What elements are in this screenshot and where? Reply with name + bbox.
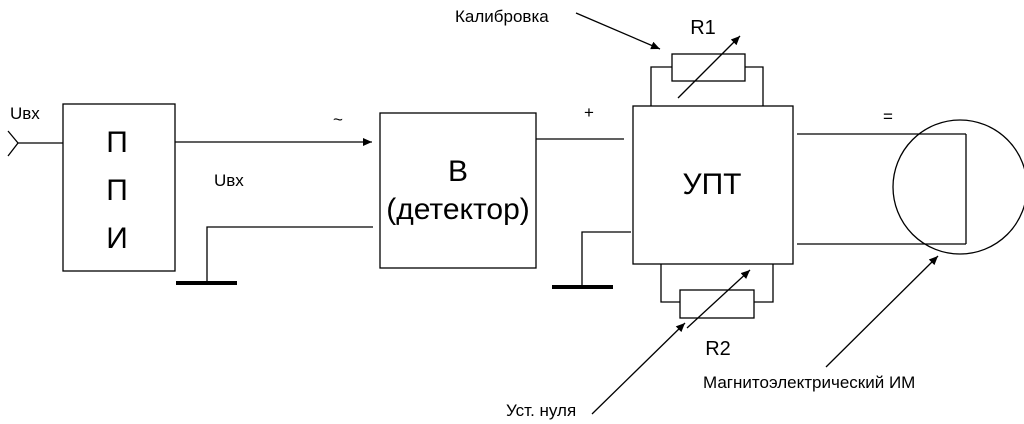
meter-circle [892,119,1024,255]
ppi-letter-1: П [106,126,128,159]
upt-block [632,105,794,265]
r1-label: R1 [690,17,716,39]
zero-set-label: Уст. нуля [506,401,576,420]
mid-voltage-label: Uвх [214,171,244,190]
dc-symbol: = [883,107,893,126]
r2-resistor [660,264,774,329]
ppi-letter-2: П [106,174,128,207]
ground-right [552,231,631,289]
calibration-label: Калибровка [455,7,549,26]
r1-resistor [650,35,764,106]
zero-set-pointer [591,322,686,415]
meter-label: Магнитоэлектрический ИМ [703,373,915,392]
detector-label-line2: (детектор) [386,193,530,226]
meter-pointer [825,255,939,368]
upt-label: УПТ [683,168,742,201]
r2-label: R2 [705,338,731,360]
plus-symbol: + [584,103,594,122]
ppi-letter-3: И [106,222,128,255]
detector-label-line1: В [448,155,468,188]
calibration-pointer [575,12,661,50]
ground-left [176,226,373,285]
input-terminal [7,130,63,157]
detector-block [379,112,537,269]
ppi-block [62,103,176,272]
input-voltage-label: Uвх [10,104,40,123]
ac-symbol: ~ [333,110,343,129]
